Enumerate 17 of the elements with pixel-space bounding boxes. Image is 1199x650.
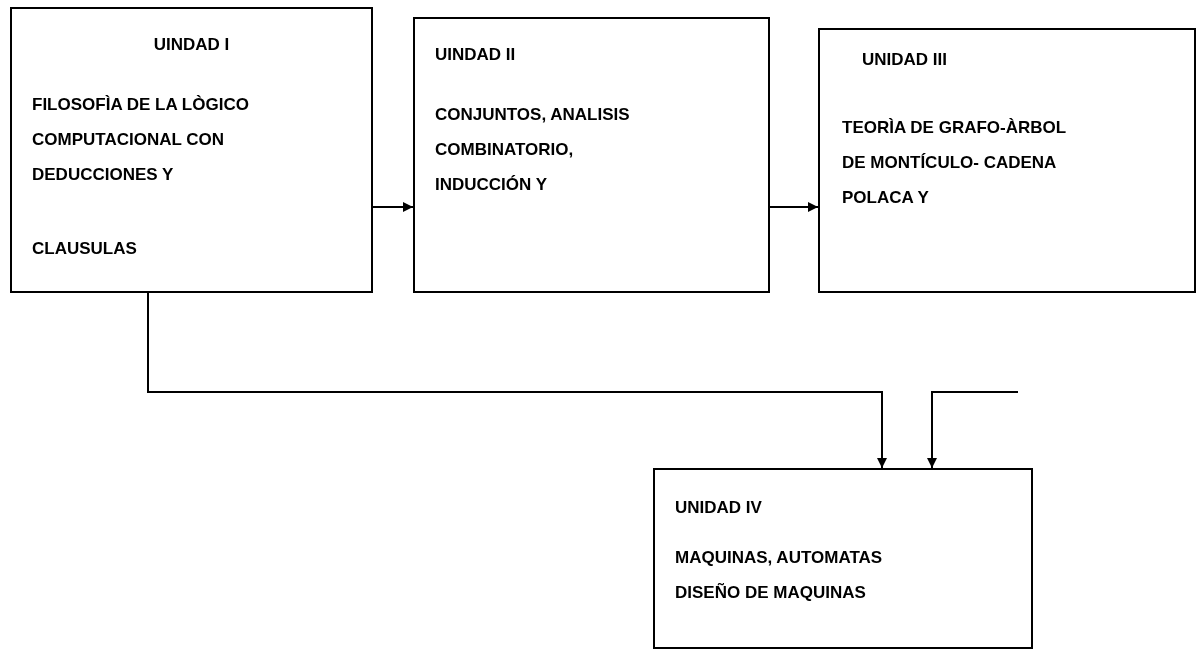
- unit-box: [10, 7, 373, 293]
- unit-heading: UINDAD II: [435, 44, 517, 66]
- unit-topics: CONJUNTOS, ANALISIS COMBINATORIO, INDUCCIÓN Y: [435, 104, 631, 196]
- unit-heading: UNIDAD IV: [675, 497, 763, 519]
- unit-box: [653, 468, 1033, 649]
- unit-heading: UNIDAD III: [862, 49, 948, 71]
- unit-topics: FILOSOFÌA DE LA LÒGICO COMPUTACIONAL CON DEDUCCIONES Y: [32, 94, 250, 186]
- unit-box: [818, 28, 1196, 293]
- unit-topics: TEORÌA DE GRAFO-ÀRBOL DE MONTÍCULO- CADENA POLACA Y: [842, 117, 1067, 209]
- arrow: [147, 292, 887, 469]
- arrow: [372, 202, 414, 212]
- arrow: [769, 202, 819, 212]
- unit-topics: CLAUSULAS: [32, 238, 138, 260]
- unit-topics: MAQUINAS, AUTOMATAS DISEÑO DE MAQUINAS: [675, 547, 884, 604]
- arrow: [927, 391, 1019, 469]
- unit-heading: UINDAD I: [152, 34, 231, 56]
- unit-box: [413, 17, 770, 293]
